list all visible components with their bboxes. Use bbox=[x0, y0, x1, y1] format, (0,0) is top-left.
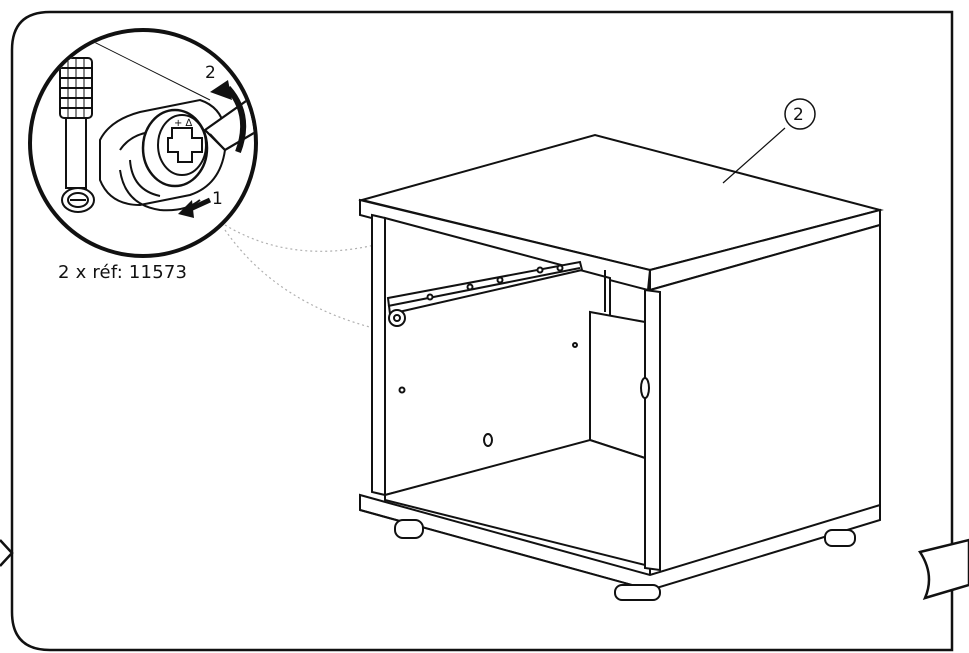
svg-text:+ ∆: + ∆ bbox=[174, 118, 193, 129]
part-callout: 2 bbox=[722, 98, 816, 184]
step-two-label: 2 bbox=[205, 63, 216, 83]
previous-page-arrow-icon bbox=[0, 539, 14, 567]
part-callout-number: 2 bbox=[793, 105, 804, 125]
page-frame bbox=[10, 10, 954, 652]
rotate-arrow-icon bbox=[225, 86, 247, 154]
step-one-label: 1 bbox=[212, 189, 223, 209]
cabinet-illustration bbox=[358, 133, 884, 601]
reference-quantity-label: 2 x réf: 11573 bbox=[58, 262, 188, 283]
cam-lock-detail-icon: + ∆ 2 1 bbox=[28, 28, 258, 258]
next-page-arrow-icon bbox=[917, 538, 969, 600]
